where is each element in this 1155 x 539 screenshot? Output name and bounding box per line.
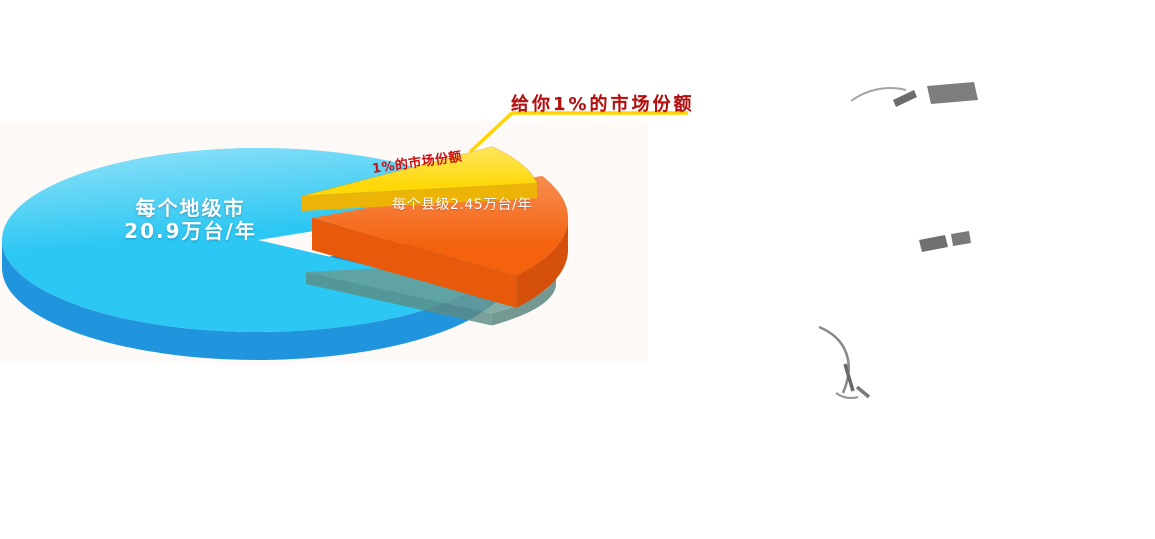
ghost-slice-side — [491, 272, 556, 326]
sketch-curve-top — [850, 87, 907, 102]
main-slice-label: 每个地级市 20.9万台/年 — [98, 197, 283, 243]
main-slice-side — [2, 240, 473, 360]
orange-slice-label: 每个县级2.45万台/年 — [392, 197, 532, 213]
sketch-dash-mid-1 — [919, 235, 948, 252]
yellow-slice-gloss — [301, 146, 538, 197]
sketch-stroke-bottom-3 — [835, 392, 859, 399]
faint-sketch-marks — [818, 82, 978, 399]
sketch-dash-top — [893, 90, 917, 107]
ghost-slice-cut-face — [306, 272, 492, 326]
sketch-stroke-bottom-2 — [855, 385, 871, 399]
orange-slice-cut-face — [312, 218, 517, 308]
main-slice-label-line1: 每个地级市 — [135, 196, 246, 220]
callout-leader-line — [468, 111, 514, 154]
callout-annotation: 给你1%的市场份额 — [511, 94, 695, 115]
main-slice-label-line2: 20.9万台/年 — [124, 219, 257, 243]
sketch-dash-mid-2 — [951, 231, 971, 246]
orange-slice-gloss — [312, 175, 569, 276]
sketch-block-top-right — [927, 82, 978, 104]
sketch-curve-bottom — [818, 325, 850, 394]
yellow-slice-side — [302, 183, 538, 211]
orange-slice-side — [516, 218, 568, 308]
sketch-stroke-bottom-1 — [843, 363, 855, 392]
